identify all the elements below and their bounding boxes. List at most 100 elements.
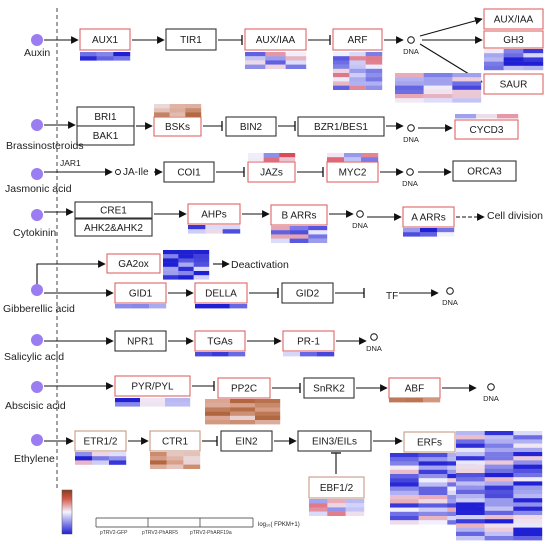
- hormone-dot-jasmonic: [31, 168, 43, 180]
- node-barrs-label: B ARRs: [281, 211, 316, 222]
- node-npr1-label: NPR1: [127, 337, 154, 348]
- node-ein2-box: [220, 430, 273, 452]
- link-dna-auxiaa: [419, 17, 483, 37]
- dna-label-2: DNA: [402, 179, 418, 188]
- node-bin2-box: [225, 116, 277, 137]
- node-saur-box: [483, 73, 544, 95]
- node-gid2-box: [281, 282, 334, 304]
- heatmap-pr1: [283, 352, 335, 357]
- node-tgas-label: TGAs: [207, 337, 233, 348]
- node-bzr1-box: [297, 116, 385, 137]
- node-gid2-label: GID2: [296, 289, 320, 300]
- jar1-label: JAR1: [60, 158, 81, 168]
- dna-circle-0: [407, 36, 415, 44]
- node-ein2: EIN2: [220, 430, 273, 452]
- heatmap-pp2c: [205, 399, 281, 425]
- heatmap-barrs: [271, 226, 328, 243]
- node-bak1-box: [76, 125, 135, 146]
- node-bsks-label: BSKs: [165, 122, 190, 133]
- dna-circle-1: [407, 124, 415, 132]
- node-jazs: JAZs: [247, 161, 296, 183]
- dna-label-0: DNA: [403, 47, 419, 56]
- node-della: DELLA: [194, 282, 248, 304]
- node-gid1-box: [114, 282, 167, 304]
- node-barrs: B ARRs: [270, 204, 328, 226]
- node-tir1-box: [165, 28, 217, 51]
- hormone-dot-brassinosteroids: [31, 119, 43, 131]
- node-pp2c-box: [217, 377, 271, 399]
- hormones: Auxin Brassinosteroids Jasmonic acid Cyt…: [3, 34, 84, 465]
- heatmap-ctr1: [150, 452, 201, 469]
- legend-sample-2: pTRV2-PhARF5: [142, 530, 178, 536]
- heatmap-etr1: [75, 452, 127, 465]
- hormone-dot-salicylic: [31, 334, 43, 346]
- node-pr1-box: [282, 330, 335, 352]
- node-ein3-label: EIN3/EILs: [312, 437, 357, 448]
- heatmaps-layer: [75, 49, 544, 541]
- node-bri1: BRI1: [76, 106, 135, 127]
- hormone-dot-gibberellic: [31, 284, 43, 296]
- ja-ile-circle: [115, 169, 121, 175]
- node-tgas-box: [194, 330, 246, 352]
- dna-circle-5: [370, 333, 378, 341]
- deactivation-label: Deactivation: [231, 259, 289, 271]
- node-pr1: PR-1: [282, 330, 335, 352]
- node-ein2-label: EIN2: [235, 437, 258, 448]
- node-cre1-box: [74, 201, 153, 219]
- node-ebf12-label: EBF1/2: [320, 483, 354, 494]
- node-ebf12: EBF1/2: [308, 476, 365, 499]
- node-saur-label: SAUR: [500, 80, 528, 91]
- node-bzr1-label: BZR1/BES1: [314, 122, 368, 133]
- heatmap-gh3: [484, 49, 544, 71]
- node-ga2ox: GA2ox: [106, 253, 161, 274]
- node-bsks: BSKs: [153, 116, 202, 137]
- node-pp2c: PP2C: [217, 377, 271, 399]
- node-myc2: MYC2: [326, 161, 379, 183]
- node-arf-label: ARF: [348, 35, 368, 46]
- node-jazs-label: JAZs: [260, 168, 283, 179]
- node-arf-box: [332, 28, 383, 51]
- node-bin2-label: BIN2: [240, 122, 263, 133]
- node-auxiaa: AUX/IAA: [244, 28, 307, 51]
- hormone-label-ethylene: Ethylene: [14, 453, 55, 465]
- node-gid1-label: GID1: [129, 289, 153, 300]
- hormone-label-jasmonic: Jasmonic acid: [5, 183, 72, 195]
- node-ein3: EIN3/EILs: [297, 430, 372, 452]
- heatmap-ebf12: [309, 499, 365, 516]
- legend-sample-1: pTRV2-GFP: [100, 530, 128, 536]
- node-gid2: GID2: [281, 282, 334, 304]
- dna-circle-6: [487, 383, 495, 391]
- node-tir1-label: TIR1: [180, 35, 202, 46]
- heatmap-pyr: [115, 398, 191, 407]
- node-cycd3: CYCD3: [454, 119, 519, 140]
- link-ga-ga2ox: [36, 260, 106, 284]
- heatmap-saur: [395, 73, 482, 103]
- ja-ile-label: JA-Ile: [123, 167, 149, 178]
- dna-label-4: DNA: [442, 298, 458, 307]
- node-bak1: BAK1: [76, 125, 135, 146]
- node-ctr1-label: CTR1: [162, 437, 189, 448]
- node-coi1-label: COI1: [177, 168, 201, 179]
- dna-label-3: DNA: [352, 221, 368, 230]
- node-ebf12-box: [308, 476, 365, 499]
- node-gh3: GH3: [483, 30, 544, 49]
- hormone-dot-ethylene: [31, 434, 43, 446]
- dna-circle-2: [406, 168, 414, 176]
- node-pyr-box: [114, 375, 191, 397]
- node-snrk2-box: [303, 377, 355, 399]
- node-ahk2-label: AHK2&AHK2: [84, 223, 143, 234]
- hormone-label-cytokinin: Cytokinin: [13, 227, 56, 239]
- node-ctr1-box: [149, 430, 201, 452]
- hormone-label-salicylic: Salicylic acid: [4, 351, 64, 363]
- node-etr1-box: [74, 430, 127, 452]
- node-ga2ox-box: [106, 253, 161, 274]
- node-bin2: BIN2: [225, 116, 277, 137]
- node-out_auxiaa-label: AUX/IAA: [494, 15, 534, 26]
- node-erfs-label: ERFs: [417, 438, 442, 449]
- node-out_auxiaa: AUX/IAA: [483, 8, 544, 30]
- legend-sample-3: pTRV2-PhARF19a: [190, 530, 232, 536]
- heatmap-della: [195, 304, 248, 309]
- heatmap-gid1: [115, 304, 167, 309]
- node-ctr1: CTR1: [149, 430, 201, 452]
